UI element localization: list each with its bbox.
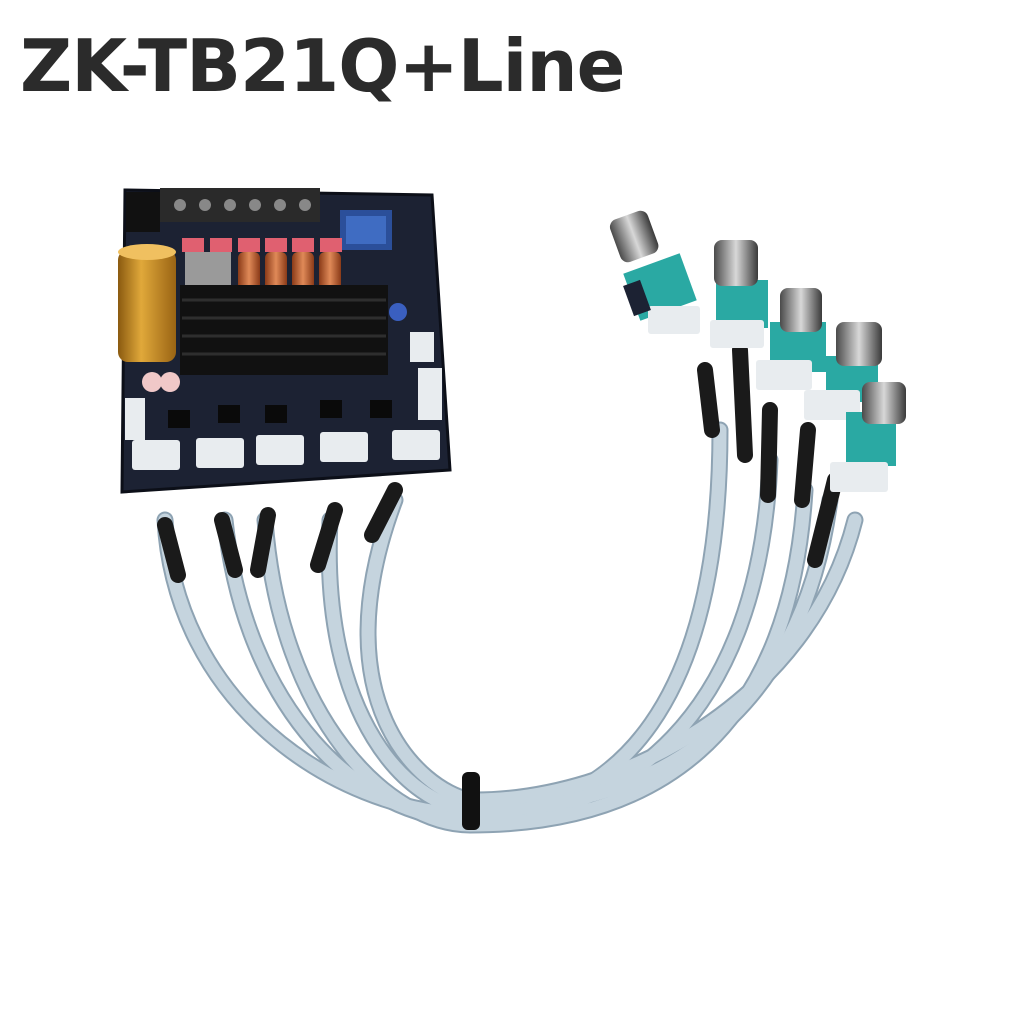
knob-module-5: [830, 382, 906, 492]
cable-bundle: [156, 342, 864, 834]
knob-module-2: [710, 240, 768, 348]
amplifier-board: [118, 188, 452, 494]
product-title: ZK-TB21Q+Line: [20, 24, 625, 108]
knob-module-1: [609, 210, 700, 334]
knob-module-3: [756, 288, 826, 390]
